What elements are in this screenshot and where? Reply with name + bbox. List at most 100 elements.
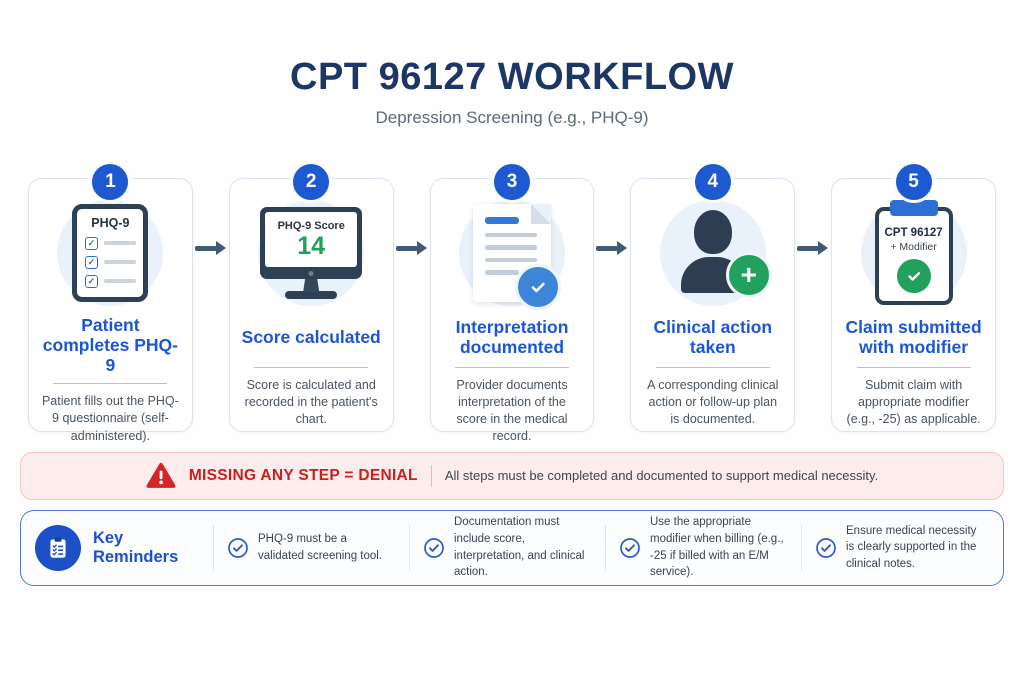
step-4-icon-area: + <box>631 193 794 313</box>
key-reminders-heading: Key Reminders <box>92 528 179 566</box>
step-connector <box>795 178 831 432</box>
arrow-right-icon <box>797 240 829 255</box>
step-number-badge: 2 <box>290 160 333 203</box>
checkbox-icon: ✓ <box>84 255 98 269</box>
check-circle-icon <box>424 537 444 558</box>
document-line <box>484 257 537 263</box>
step-title: Score calculated <box>241 326 381 347</box>
warning-headline: MISSING ANY STEP = DENIAL <box>188 466 418 484</box>
document-line <box>484 232 537 238</box>
step-card-3: 3 Interpretatio <box>429 160 595 443</box>
score-label: PHQ-9 Score <box>277 219 345 232</box>
warning-detail: All steps must be completed and document… <box>444 468 879 484</box>
reminder-text: Documentation must include score, interp… <box>454 516 585 579</box>
step-5-icon-area: CPT 96127 + Modifier <box>832 191 995 313</box>
clipboard-clip-bar <box>889 199 938 216</box>
reminder-item-4: Ensure medical necessity is clearly supp… <box>802 523 997 573</box>
step-title: Clinical action taken <box>653 316 773 357</box>
header: CPT 96127 WORKFLOW Depression Screening … <box>0 0 1024 128</box>
check-badge-icon <box>896 258 931 293</box>
key-reminders-panel: Key Reminders PHQ-9 must be a validated … <box>20 509 1004 586</box>
arrow-right-icon <box>596 240 628 255</box>
checkbox-icon: ✓ <box>84 236 98 250</box>
step-description: A corresponding clinical action or follo… <box>647 377 779 427</box>
step-1-icon-area: PHQ-9 ✓ ✓ ✓ <box>29 193 192 313</box>
page-fold-icon <box>530 203 551 224</box>
title-divider <box>254 366 369 368</box>
step-title: Interpretation documented <box>455 316 569 357</box>
check-circle-icon <box>228 537 248 558</box>
step-number-badge: 1 <box>89 160 132 203</box>
phq9-tablet-icon: PHQ-9 ✓ ✓ ✓ <box>72 203 149 302</box>
reminder-item-2: Documentation must include score, interp… <box>410 514 605 581</box>
title-divider <box>655 366 770 368</box>
reminders-divider <box>409 524 410 571</box>
step-number-badge: 4 <box>691 160 734 203</box>
checklist-line <box>103 260 136 264</box>
step-description: Provider documents interpretation of the… <box>456 377 568 444</box>
document-heading-line <box>484 216 519 224</box>
step-card-5: 5 CPT 96127 + Modifier Claim submitted w… <box>831 160 996 432</box>
step-card-4: 4 + Clinical action taken A correspondin… <box>630 160 796 432</box>
monitor-stand <box>303 278 320 292</box>
title-divider <box>53 383 168 385</box>
document-check-icon <box>472 203 561 310</box>
monitor-base <box>285 290 338 299</box>
monitor-frame: PHQ-9 Score 14 <box>260 206 363 279</box>
page-subtitle: Depression Screening (e.g., PHQ-9) <box>375 107 649 127</box>
reminder-text: Ensure medical necessity is clearly supp… <box>846 524 977 571</box>
checkbox-icon: ✓ <box>84 274 98 288</box>
arrow-right-icon <box>194 240 226 255</box>
score-value: 14 <box>297 231 326 260</box>
step-connector <box>594 178 630 432</box>
claim-code-label: CPT 96127 <box>884 226 943 239</box>
step-title: Patient completes PHQ-9 <box>42 314 178 375</box>
clipboard-checklist-icon <box>35 524 81 571</box>
step-3-icon-area <box>431 193 594 313</box>
checklist-row: ✓ <box>84 274 136 288</box>
step-connector <box>193 178 229 432</box>
reminder-item-1: PHQ-9 must be a validated screening tool… <box>214 531 409 564</box>
clinician-plus-icon: + <box>670 209 772 298</box>
step-description: Submit claim with appropriate modifier (… <box>846 377 981 427</box>
reminder-text: PHQ-9 must be a validated screening tool… <box>258 533 383 562</box>
workflow-steps-row: 1 PHQ-9 ✓ ✓ ✓ Patient completes PHQ-9 Pa… <box>28 160 996 443</box>
step-title: Claim submitted with modifier <box>845 316 982 357</box>
title-divider <box>455 366 569 368</box>
check-circle-icon <box>816 537 836 558</box>
score-monitor-icon: PHQ-9 Score 14 <box>260 206 363 299</box>
step-number-badge: 5 <box>892 160 935 203</box>
tablet-label: PHQ-9 <box>91 215 130 230</box>
checklist-line <box>103 241 136 245</box>
step-connector <box>394 178 430 432</box>
step-description: Patient fills out the PHQ-9 questionnair… <box>41 394 179 443</box>
monitor-screen: PHQ-9 Score 14 <box>265 211 358 267</box>
reminder-text: Use the appropriate modifier when billin… <box>650 516 784 579</box>
reminder-item-3: Use the appropriate modifier when billin… <box>606 514 801 581</box>
person-head <box>693 209 732 254</box>
check-badge-icon <box>514 263 561 310</box>
step-number-badge: 3 <box>490 160 533 203</box>
denial-warning-banner: MISSING ANY STEP = DENIAL All steps must… <box>20 451 1004 500</box>
reminders-divider <box>605 524 606 571</box>
reminders-divider <box>801 524 802 571</box>
claim-clipboard-icon: CPT 96127 + Modifier <box>874 191 953 305</box>
step-description: Score is calculated and recorded in the … <box>244 377 378 427</box>
step-card-2: 2 PHQ-9 Score 14 Score calculated Score … <box>228 160 394 432</box>
title-divider <box>856 366 971 368</box>
checklist-row: ✓ <box>84 236 136 250</box>
key-reminders-label: Key Reminders <box>35 524 213 571</box>
checklist-row: ✓ <box>84 255 136 269</box>
checklist-line <box>103 279 136 283</box>
plus-badge-icon: + <box>725 251 772 298</box>
claim-modifier-label: + Modifier <box>890 240 937 253</box>
page-title: CPT 96127 WORKFLOW <box>290 56 734 98</box>
document-line <box>484 245 537 250</box>
reminders-divider <box>213 524 214 571</box>
step-2-icon-area: PHQ-9 Score 14 <box>230 193 393 313</box>
warning-triangle-icon <box>146 463 176 489</box>
document-line <box>484 270 519 275</box>
check-circle-icon <box>620 537 640 558</box>
warning-divider <box>430 464 432 487</box>
